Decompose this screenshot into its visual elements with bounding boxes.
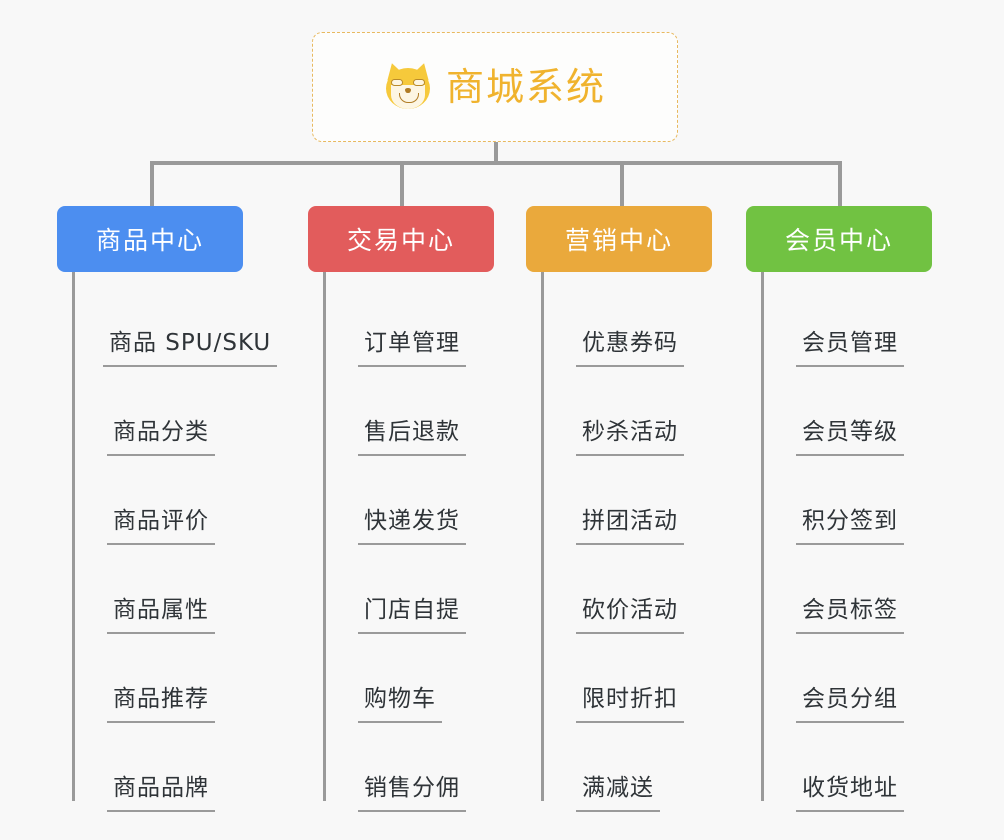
branch-column-marketing-center: 营销中心 优惠券码 秒杀活动 拼团活动 砍价活动 限时折扣 满减送: [526, 206, 714, 812]
leaf-item[interactable]: 积分签到: [764, 456, 934, 545]
leaf-item-label: 快递发货: [358, 501, 466, 545]
branch-header-marketing-center[interactable]: 营销中心: [526, 206, 712, 272]
leaf-item-label: 售后退款: [358, 412, 466, 456]
leaf-item[interactable]: 限时折扣: [544, 634, 714, 723]
leaf-item[interactable]: 满减送: [544, 723, 714, 812]
leaf-tree-trade-center: 订单管理 售后退款 快递发货 门店自提 购物车 销售分佣: [323, 272, 496, 812]
leaf-item-label: 会员分组: [796, 679, 904, 723]
leaf-item-label: 砍价活动: [576, 590, 684, 634]
leaf-item[interactable]: 订单管理: [326, 278, 496, 367]
leaf-tree-marketing-center: 优惠券码 秒杀活动 拼团活动 砍价活动 限时折扣 满减送: [541, 272, 714, 812]
leaf-item[interactable]: 拼团活动: [544, 456, 714, 545]
leaf-trunk: [541, 272, 544, 801]
leaf-item[interactable]: 门店自提: [326, 545, 496, 634]
leaf-item-label: 会员等级: [796, 412, 904, 456]
leaf-tree-member-center: 会员管理 会员等级 积分签到 会员标签 会员分组 收货地址: [761, 272, 934, 812]
leaf-item-label: 秒杀活动: [576, 412, 684, 456]
connector-drop-branch-4: [838, 161, 842, 207]
leaf-item-label: 商品评价: [107, 501, 215, 545]
shiba-nose: [404, 88, 411, 93]
leaf-trunk: [323, 272, 326, 801]
leaf-item[interactable]: 秒杀活动: [544, 367, 714, 456]
shiba-eye-left: [390, 79, 403, 86]
branch-header-trade-center[interactable]: 交易中心: [308, 206, 494, 272]
leaf-item[interactable]: 快递发货: [326, 456, 496, 545]
leaf-item-label: 商品 SPU/SKU: [103, 323, 278, 367]
connector-root-stem: [494, 142, 498, 163]
leaf-item-label: 商品品牌: [107, 768, 215, 812]
leaf-item-label: 满减送: [576, 768, 660, 812]
connector-drop-branch-2: [400, 161, 404, 207]
root-node[interactable]: 商城系统: [312, 32, 678, 142]
connector-bus: [150, 161, 840, 165]
leaf-item[interactable]: 销售分佣: [326, 723, 496, 812]
leaf-item-label: 收货地址: [796, 768, 904, 812]
leaf-item-label: 优惠券码: [576, 323, 684, 367]
leaf-item-label: 购物车: [358, 679, 442, 723]
connector-drop-branch-3: [620, 161, 624, 207]
leaf-item-label: 销售分佣: [358, 768, 466, 812]
leaf-item-label: 商品分类: [107, 412, 215, 456]
branch-column-product-center: 商品中心 商品 SPU/SKU 商品分类 商品评价 商品属性 商品推荐 商品品牌: [57, 206, 278, 812]
leaf-item[interactable]: 商品 SPU/SKU: [75, 278, 278, 367]
leaf-item[interactable]: 优惠券码: [544, 278, 714, 367]
leaf-item-label: 积分签到: [796, 501, 904, 545]
leaf-trunk: [761, 272, 764, 801]
leaf-item-label: 会员管理: [796, 323, 904, 367]
branch-column-trade-center: 交易中心 订单管理 售后退款 快递发货 门店自提 购物车 销售分佣: [308, 206, 496, 812]
root-title: 商城系统: [445, 65, 606, 109]
leaf-item[interactable]: 商品品牌: [75, 723, 277, 812]
shiba-inu-icon: [383, 60, 433, 111]
leaf-item[interactable]: 商品推荐: [75, 634, 277, 723]
leaf-item[interactable]: 会员管理: [764, 278, 934, 367]
leaf-item[interactable]: 会员标签: [764, 545, 934, 634]
connector-drop-branch-1: [150, 161, 154, 207]
branch-header-product-center[interactable]: 商品中心: [57, 206, 243, 272]
leaf-item[interactable]: 砍价活动: [544, 545, 714, 634]
leaf-tree-product-center: 商品 SPU/SKU 商品分类 商品评价 商品属性 商品推荐 商品品牌: [72, 272, 278, 812]
leaf-item[interactable]: 购物车: [326, 634, 496, 723]
leaf-item-label: 拼团活动: [576, 501, 684, 545]
branch-header-member-center[interactable]: 会员中心: [746, 206, 932, 272]
leaf-item-label: 门店自提: [358, 590, 466, 634]
leaf-item[interactable]: 商品评价: [75, 456, 277, 545]
leaf-item[interactable]: 收货地址: [764, 723, 934, 812]
leaf-item-label: 限时折扣: [576, 679, 684, 723]
leaf-item[interactable]: 售后退款: [326, 367, 496, 456]
leaf-item[interactable]: 商品属性: [75, 545, 277, 634]
branch-column-member-center: 会员中心 会员管理 会员等级 积分签到 会员标签 会员分组 收货地址: [746, 206, 934, 812]
leaf-item-label: 商品属性: [107, 590, 215, 634]
leaf-trunk: [72, 272, 75, 801]
leaf-item-label: 商品推荐: [107, 679, 215, 723]
leaf-item-label: 订单管理: [358, 323, 466, 367]
leaf-item[interactable]: 会员等级: [764, 367, 934, 456]
leaf-item[interactable]: 会员分组: [764, 634, 934, 723]
leaf-item[interactable]: 商品分类: [75, 367, 277, 456]
shiba-eye-right: [412, 79, 425, 86]
leaf-item-label: 会员标签: [796, 590, 904, 634]
